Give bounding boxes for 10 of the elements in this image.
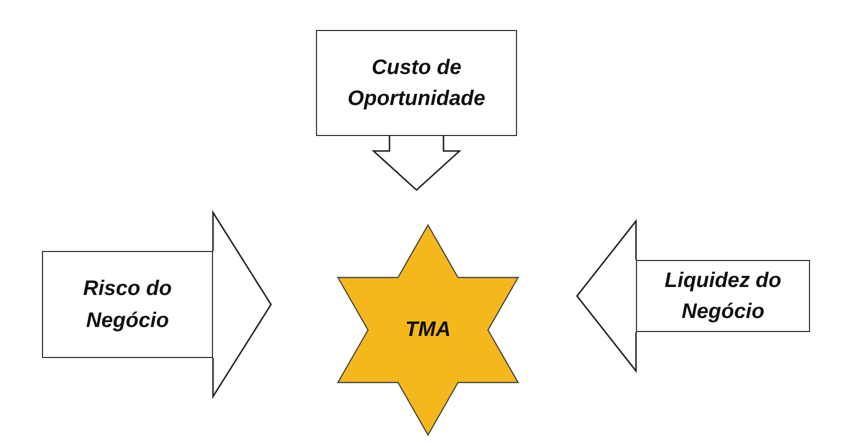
arrow-callout-box <box>42 251 213 358</box>
node-label: Custo de Oportunidade <box>346 54 486 112</box>
node-label: Liquidez do Negócio <box>664 268 782 325</box>
block-arrow-head <box>372 135 462 192</box>
block-arrow-head <box>212 210 272 400</box>
arrow-callout-box <box>636 260 810 332</box>
arrow-callout-box <box>316 30 517 136</box>
block-arrow-head <box>576 218 637 374</box>
node-label: Risco do Negócio <box>82 276 173 334</box>
node-label: TMA <box>405 317 451 344</box>
